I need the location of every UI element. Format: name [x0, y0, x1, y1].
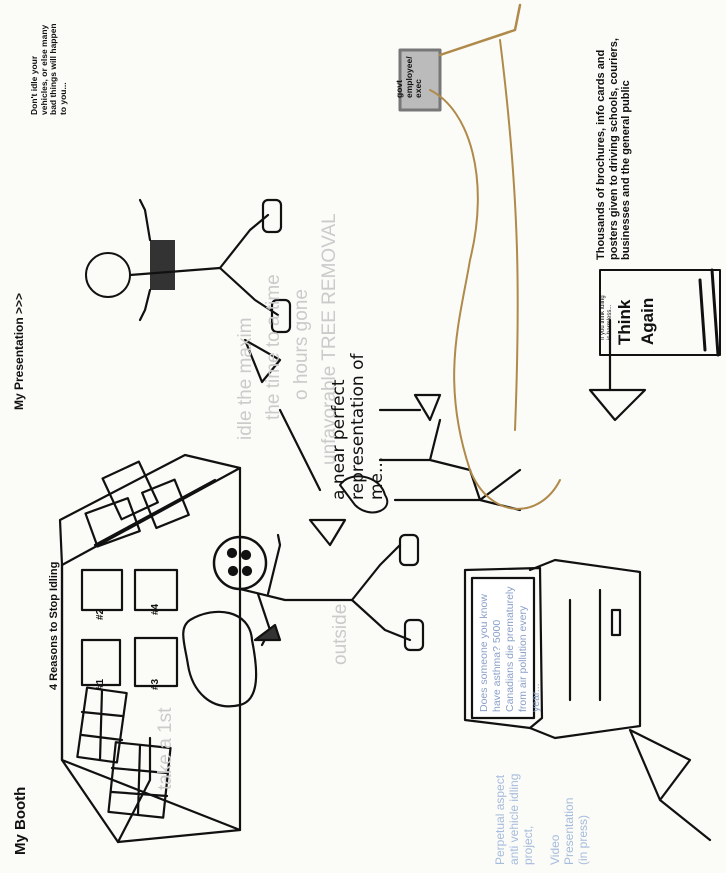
near-perfect-caption: a near perfect representation of me... — [329, 353, 387, 500]
stick-figure-presentation — [85, 198, 292, 334]
dont-idle-note: Don't idle your vehicles, or else many b… — [29, 23, 68, 115]
monitor-screen-text: Does someone you know have asthma? 5000 … — [478, 586, 542, 713]
chair-sketch — [378, 418, 522, 512]
reasons-title: 4 Reasons to Stop Idling — [48, 561, 60, 690]
think-label: Think — [615, 299, 634, 345]
window-number: #4 — [150, 603, 161, 615]
speech-bubble — [182, 610, 258, 708]
bleed-line: take a 1st — [155, 707, 176, 790]
building-drawing — [58, 453, 242, 844]
my-presentation-label: My Presentation >>> — [12, 292, 26, 410]
window-number: #1 — [95, 678, 106, 690]
monitor-drawing — [463, 558, 642, 740]
arrow-down-govt — [413, 393, 442, 422]
arrow-down-think — [588, 388, 647, 422]
video-note: Video Presentation (in press) — [548, 797, 590, 865]
think-small-note: If you think idling is harmless... — [600, 295, 613, 340]
arrow-monitor — [628, 728, 712, 842]
think-again-box — [599, 269, 721, 356]
arrow-up-center — [278, 408, 347, 547]
thousands-note: Thousands of brochures, info cards and p… — [595, 38, 632, 260]
again-label: Again — [638, 297, 657, 345]
window-number: #2 — [95, 608, 106, 620]
stick-figure-booth — [212, 533, 425, 652]
window-number: #3 — [150, 678, 161, 690]
bleed-line: outside — [330, 603, 351, 665]
arrow-up-mid — [243, 338, 282, 384]
perpetual-note: Perpetual aspect anti vehicle idling pro… — [493, 773, 535, 865]
my-booth-label: My Booth — [12, 786, 29, 855]
govt-label: govt employee/ exec — [394, 56, 423, 98]
